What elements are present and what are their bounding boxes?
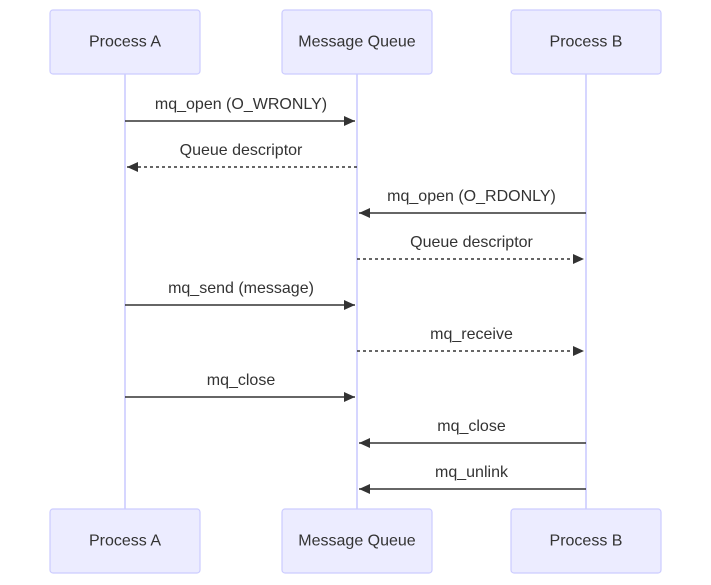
participants-bottom: Process A Message Queue Process B	[49, 508, 662, 574]
participant-label: Process A	[89, 533, 161, 550]
participant-label: Message Queue	[298, 533, 416, 550]
participant-box	[49, 9, 201, 75]
participants-top: Process A Message Queue Process B	[49, 9, 662, 75]
message-label: mq_close	[437, 418, 506, 435]
participant-label: Message Queue	[298, 34, 416, 51]
participant-box	[281, 9, 433, 75]
participant-label: Process B	[550, 34, 623, 51]
message-mq-open-o-wronly: mq_open (O_WRONLY)	[125, 96, 355, 126]
message-queue-descriptor: Queue descriptor	[357, 234, 584, 264]
message-label: mq_receive	[430, 326, 513, 343]
message-mq-close: mq_close	[125, 372, 355, 402]
lifelines	[124, 74, 587, 509]
message-mq-send-message: mq_send (message)	[125, 280, 355, 310]
message-mq-receive: mq_receive	[357, 326, 584, 356]
message-mq-open-o-rdonly: mq_open (O_RDONLY)	[359, 188, 586, 218]
message-mq-unlink: mq_unlink	[359, 464, 586, 494]
participant-label: Process A	[89, 34, 161, 51]
participant-box	[49, 508, 201, 574]
participant-process-a-bottom: Process A	[49, 508, 201, 574]
participant-message-queue-top: Message Queue	[281, 9, 433, 75]
participant-message-queue-bottom: Message Queue	[281, 508, 433, 574]
message-label: mq_open (O_WRONLY)	[155, 96, 327, 113]
participant-box	[510, 508, 662, 574]
participant-process-b-bottom: Process B	[510, 508, 662, 574]
message-queue-descriptor: Queue descriptor	[127, 142, 357, 172]
message-label: mq_unlink	[435, 464, 509, 481]
message-label: Queue descriptor	[180, 142, 303, 159]
message-label: mq_close	[207, 372, 276, 389]
participant-process-a-top: Process A	[49, 9, 201, 75]
participant-label: Process B	[550, 533, 623, 550]
messages: mq_open (O_WRONLY) Queue descriptor mq_ope…	[125, 96, 586, 494]
participant-box	[510, 9, 662, 75]
message-mq-close: mq_close	[359, 418, 586, 448]
message-label: mq_send (message)	[168, 280, 314, 297]
participant-process-b-top: Process B	[510, 9, 662, 75]
message-label: mq_open (O_RDONLY)	[387, 188, 556, 205]
participant-box	[281, 508, 433, 574]
message-label: Queue descriptor	[410, 234, 533, 251]
